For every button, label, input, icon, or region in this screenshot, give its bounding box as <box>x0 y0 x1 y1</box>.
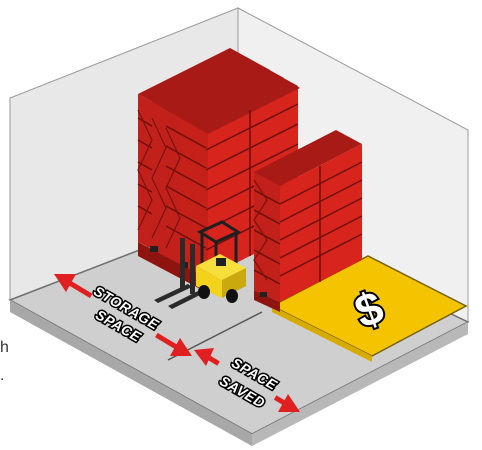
edge-text-fragment-1: h <box>0 339 9 356</box>
edge-text-fragment-2: . <box>0 367 4 384</box>
